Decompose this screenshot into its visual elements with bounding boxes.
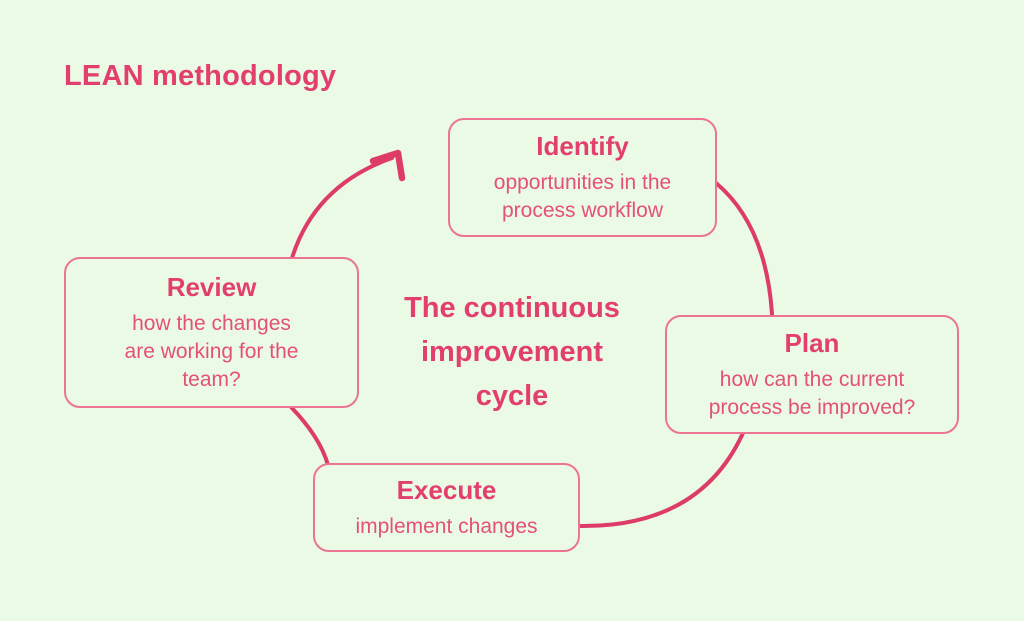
node-review-title: Review (166, 271, 257, 302)
node-execute-description: implement changes (355, 514, 538, 538)
node-identify: Identify opportunities in the process wo… (448, 118, 717, 237)
node-plan: Plan how can the current process be impr… (665, 315, 959, 434)
node-execute-title: Execute (396, 474, 497, 505)
node-plan-description: how can the current process be improved? (708, 367, 916, 419)
node-execute: Execute implement changes (313, 463, 580, 552)
node-identify-description: opportunities in the process workflow (493, 170, 672, 222)
arc-review-to-identify (290, 156, 394, 260)
center-label: The continuous improvement cycle (404, 292, 620, 412)
arc-plan-to-execute (579, 431, 745, 529)
arrowhead-icon (369, 149, 406, 182)
diagram-title: LEAN methodology (64, 60, 337, 92)
node-plan-title: Plan (784, 327, 840, 358)
node-review-description: how the changes are working for the team… (124, 311, 299, 391)
arc-review-to-execute (289, 405, 330, 467)
node-identify-title: Identify (536, 130, 629, 161)
node-review: Review how the changes are working for t… (64, 257, 359, 408)
arc-identify-to-plan (714, 181, 774, 316)
